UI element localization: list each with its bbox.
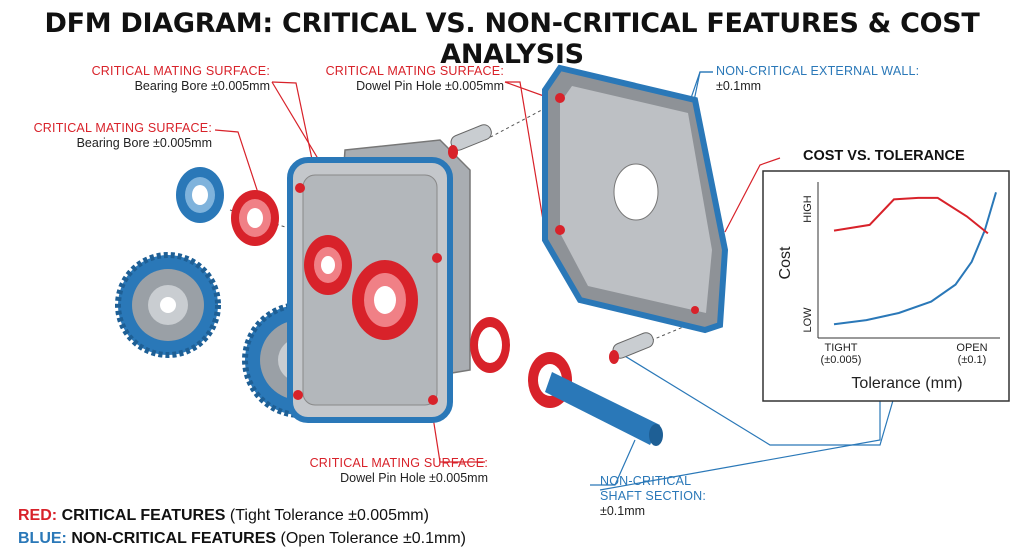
callout-shaft-section: NON-CRITICAL SHAFT SECTION: ±0.1mm [600,474,740,519]
callout-detail: Bearing Bore ±0.005mm [76,136,212,150]
x-tick-open-line2: (±0.1) [957,354,987,366]
callout-detail: Dowel Pin Hole ±0.005mm [356,79,504,93]
callout-detail: ±0.1mm [716,79,762,93]
dowel-pin-top [448,124,492,159]
callout-external-wall: NON-CRITICAL EXTERNAL WALL: ±0.1mm [716,64,956,94]
callout-heading: CRITICAL MATING SURFACE: [91,64,270,78]
chart-frame [762,170,1010,402]
series-layer [833,192,997,326]
callout-heading: SHAFT SECTION: [600,489,707,503]
x-tick-open-line1: OPEN [956,342,988,354]
series-line-0 [833,192,997,326]
legend-blue-detail: (Open Tolerance ±0.1mm) [280,530,466,547]
legend-red-text: CRITICAL FEATURES [61,507,226,524]
callout-detail: Bearing Bore ±0.005mm [134,79,270,93]
callout-heading: CRITICAL MATING SURFACE: [325,64,504,78]
callout-bearing-bore-top: CRITICAL MATING SURFACE: Bearing Bore ±0… [74,64,270,94]
dowel-pin-bottom [609,332,654,364]
x-tick-open: OPEN (±0.1) [942,342,1002,366]
legend-non-critical: BLUE: NON-CRITICAL FEATURES (Open Tolera… [18,530,466,548]
cost-vs-tolerance-chart [762,170,1010,402]
callout-dowel-pin-bottom: CRITICAL MATING SURFACE: Dowel Pin Hole … [292,456,488,486]
callout-bearing-bore-left: CRITICAL MATING SURFACE: Bearing Bore ±0… [26,121,212,151]
bearing-blue-left [176,167,224,223]
legend-red-detail: (Tight Tolerance ±0.005mm) [229,507,429,524]
legend-red-label: RED: [18,507,58,524]
gearbox-housing [287,139,510,423]
cover-plate [542,64,729,334]
chart-title: COST VS. TOLERANCE [803,148,965,164]
callout-dowel-pin-top: CRITICAL MATING SURFACE: Dowel Pin Hole … [308,64,504,94]
callout-detail: Dowel Pin Hole ±0.005mm [340,471,488,485]
callout-heading: NON-CRITICAL EXTERNAL WALL: [716,64,920,78]
bearing-red-left [231,190,279,246]
shaft-assembly [528,352,663,446]
series-line-1 [833,196,989,235]
y-tick-low: LOW [802,307,814,333]
callout-heading: CRITICAL MATING SURFACE: [33,121,212,135]
x-axis-label: Tolerance (mm) [851,375,963,392]
x-tick-tight-line2: (±0.005) [820,354,862,366]
page-title: DFM DIAGRAM: CRITICAL VS. NON-CRITICAL F… [44,8,980,70]
callout-heading: NON-CRITICAL [600,474,692,488]
callout-detail: ±0.1mm [600,504,646,518]
callout-heading: CRITICAL MATING SURFACE: [309,456,488,470]
legend-critical: RED: CRITICAL FEATURES (Tight Tolerance … [18,507,429,525]
x-tick-tight-line1: TIGHT [824,342,858,354]
y-axis-label: Cost [777,246,794,280]
y-tick-high: HIGH [802,195,814,223]
legend-blue-text: NON-CRITICAL FEATURES [71,530,277,547]
gear-back [115,252,221,358]
x-tick-tight: TIGHT (±0.005) [808,342,874,366]
legend-blue-label: BLUE: [18,530,67,547]
